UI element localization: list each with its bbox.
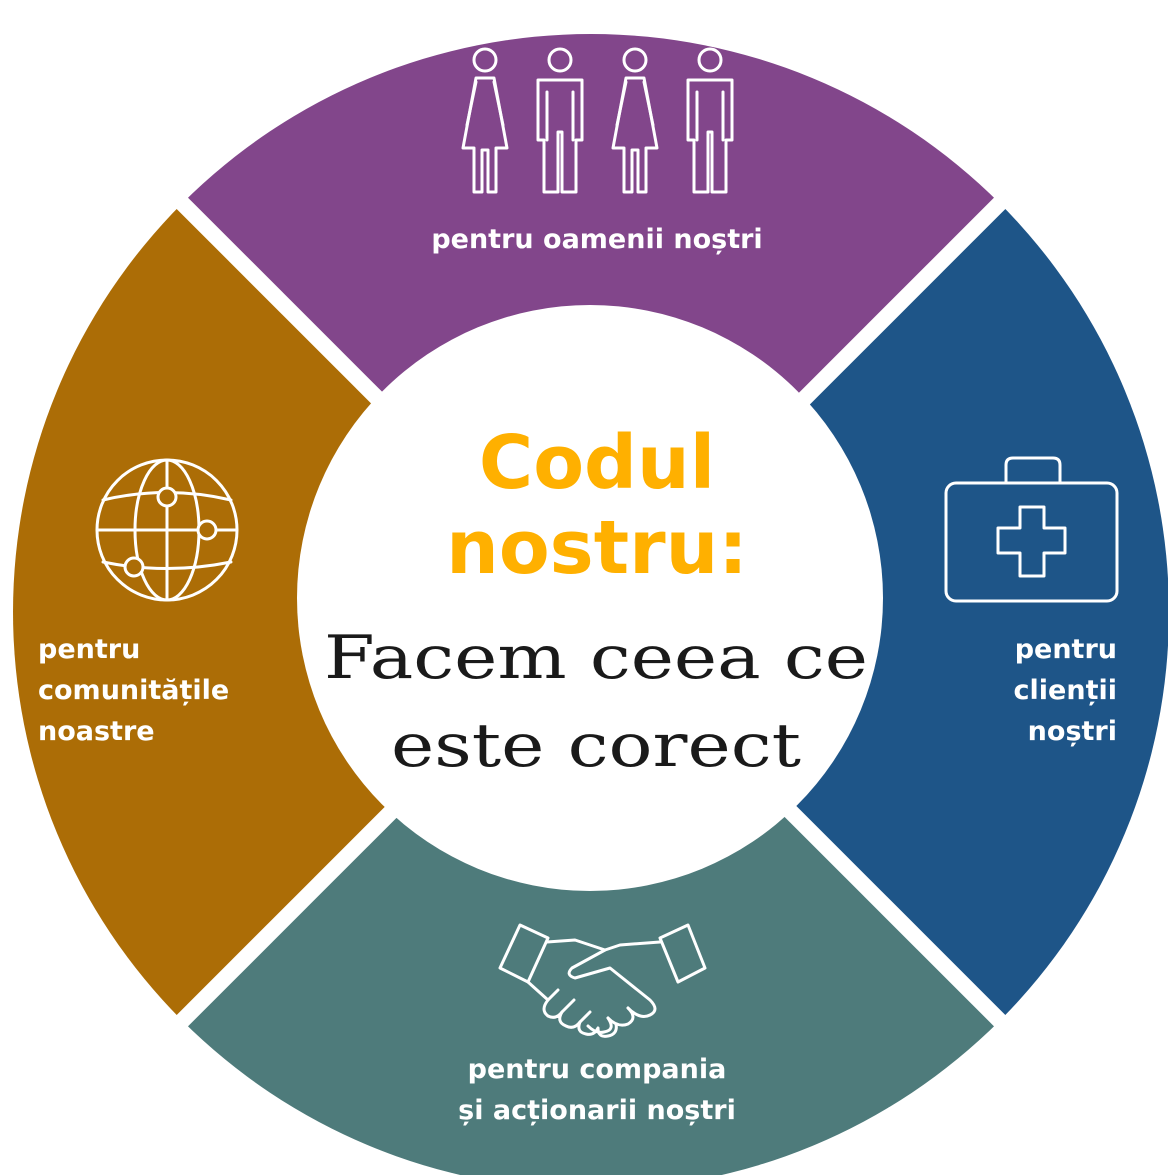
label-company-line2: și acționarii noștri: [458, 1095, 736, 1126]
segment-company: [182, 612, 1000, 1175]
first-aid-kit-icon: [944, 456, 1119, 603]
handshake-icon: [498, 923, 707, 1038]
label-clients-line2: clienții: [1014, 675, 1117, 706]
label-clients-line1: pentru: [1015, 634, 1117, 665]
center-tagline-line2: este corect: [391, 711, 801, 781]
label-clients-line3: noștri: [1028, 716, 1117, 747]
globe-icon: [95, 458, 239, 602]
center-title-line2: nostru:: [446, 505, 748, 591]
people-icon: [461, 47, 734, 194]
label-communities-line1: pentru: [38, 634, 140, 665]
center-tagline-line1: Facem ceea ce: [324, 623, 868, 693]
label-communities-line3: noastre: [38, 716, 155, 747]
label-communities-line2: comunitățile: [38, 675, 229, 706]
label-company-line1: pentru compania: [468, 1054, 727, 1085]
label-people: pentru oamenii noștri: [431, 224, 762, 255]
center-circle: [297, 305, 883, 891]
center-title-line1: Codul: [479, 420, 715, 506]
